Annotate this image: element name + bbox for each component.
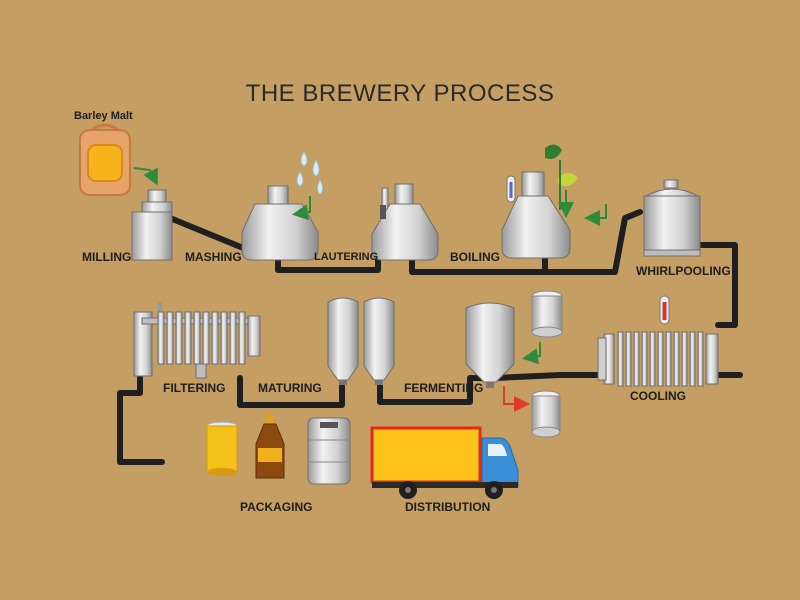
label-maturing: MATURING (258, 381, 322, 395)
maturing-tanks-icon (327, 297, 395, 385)
keg-icon (307, 417, 351, 485)
yeast-container-icon (531, 290, 563, 338)
arrow-malt-to-mill (133, 167, 158, 186)
delivery-truck-icon (370, 426, 519, 499)
pipe-mill-to-mash (167, 215, 251, 253)
label-filtering: FILTERING (163, 381, 226, 395)
thermometer-icon (659, 295, 670, 325)
label-boiling: BOILING (450, 250, 500, 264)
water-drops-icon (296, 151, 323, 195)
arrow-addition-to-kettle (584, 204, 607, 226)
label-milling: MILLING (82, 250, 132, 264)
label-cooling: COOLING (630, 389, 686, 403)
pipe-boil-to-whirlpool (542, 209, 643, 275)
beer-bottle-icon (255, 414, 285, 479)
hops-icon (545, 144, 578, 210)
pipe-filter-out (117, 375, 165, 465)
yeast-collection-icon (531, 390, 561, 438)
beer-can-icon (206, 421, 238, 476)
arrow-yeast-to-fermenter (522, 342, 541, 365)
pipe-ferment-to-mature (377, 375, 491, 405)
heat-exchanger-icon (597, 331, 719, 387)
pipe-mash-to-lauter (275, 255, 381, 273)
label-fermenting: FERMENTING (404, 381, 484, 395)
page-title: THE BREWERY PROCESS (245, 80, 555, 107)
arrow-water-to-mash (292, 196, 311, 221)
label-barley-malt: Barley Malt (74, 110, 133, 122)
thermometer-small-icon (506, 175, 516, 203)
mill-icon (131, 189, 173, 261)
mash-tun-icon (241, 185, 319, 261)
filter-press-icon (133, 302, 261, 379)
whirlpool-tank-icon (643, 179, 701, 257)
pipe-mature-to-filter (237, 375, 345, 408)
pipe-lauter-to-boil (409, 255, 548, 275)
lauter-tun-icon (371, 183, 439, 261)
fermenter-icon (465, 302, 515, 388)
boil-kettle-icon (501, 171, 571, 259)
label-lautering: LAUTERING (314, 251, 379, 263)
pipe-whirlpool-to-cooler (697, 242, 738, 328)
barley-malt-sack-icon (79, 123, 131, 196)
label-distribution: DISTRIBUTION (405, 500, 491, 514)
label-mashing: MASHING (185, 250, 242, 264)
label-whirlpooling: WHIRLPOOLING (636, 264, 731, 278)
pipes (117, 209, 743, 465)
arrow-yeast-removal (503, 386, 530, 412)
pipe-cooler-to-ferment (492, 372, 608, 381)
label-packaging: PACKAGING (240, 500, 313, 514)
